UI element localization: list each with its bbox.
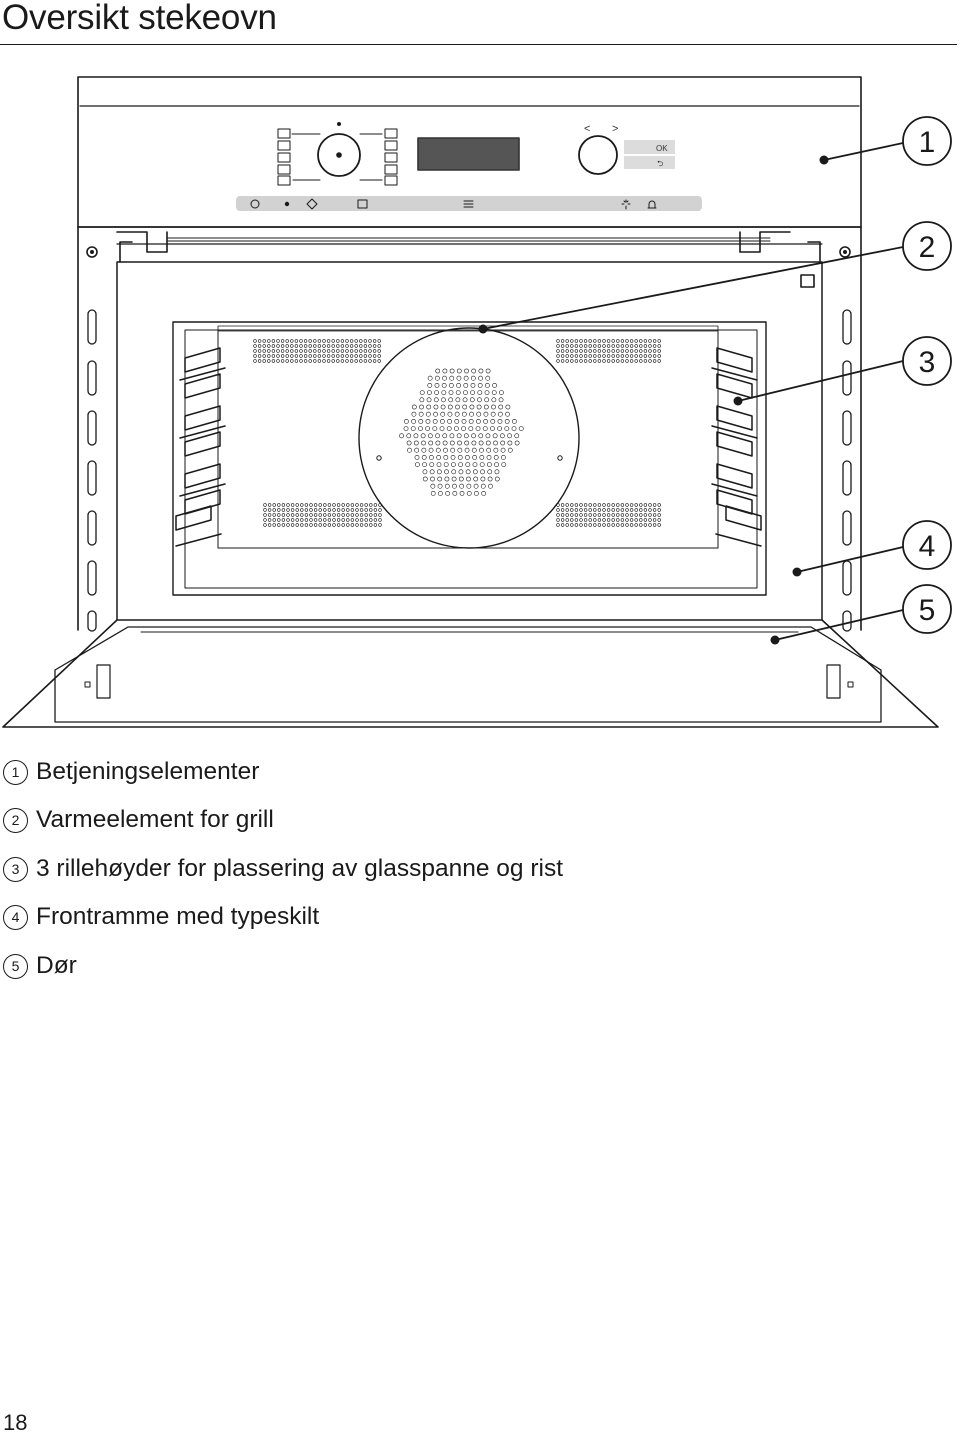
control-panel: < > OK ⮌ <box>77 76 862 228</box>
legend-item: 2 Varmeelement for grill <box>0 800 274 840</box>
oven-diagram: < > OK ⮌ <box>2 76 952 728</box>
fan-cover <box>358 327 580 549</box>
svg-text:1: 1 <box>919 126 936 159</box>
page-title: Oversikt stekeovn <box>2 0 277 37</box>
svg-text:5: 5 <box>919 594 936 627</box>
timer-bell-icon[interactable] <box>647 200 657 209</box>
legend-number: 2 <box>3 807 28 833</box>
sensor-diamond-icon[interactable] <box>306 198 318 210</box>
svg-text:3: 3 <box>919 346 936 379</box>
callout-5: 5 <box>902 584 952 634</box>
svg-text:2: 2 <box>919 231 936 264</box>
grill-element <box>167 237 771 242</box>
nav-prev-label: < <box>584 123 590 135</box>
legend-number: 5 <box>3 953 28 979</box>
navigation-knob[interactable] <box>578 135 618 175</box>
legend-text: Varmeelement for grill <box>36 806 274 833</box>
fan-perforation <box>253 339 661 527</box>
legend-number: 3 <box>3 856 28 882</box>
legend-text: Dør <box>36 952 77 979</box>
ok-button[interactable] <box>624 140 675 154</box>
shelf-runners-right <box>711 347 762 547</box>
legend-text: Betjeningselementer <box>36 758 260 785</box>
legend-item: 4 Frontramme med typeskilt <box>0 897 319 937</box>
program-icons-right <box>384 128 398 186</box>
program-icons-left <box>277 128 383 186</box>
oven-door <box>2 619 939 728</box>
sensor-button-strip[interactable] <box>236 196 702 211</box>
page-number: 18 <box>3 1410 28 1435</box>
ok-label: OK <box>656 144 668 153</box>
callout-leaders <box>478 142 904 645</box>
display-screen <box>417 137 520 171</box>
indicator-dot-icon <box>284 201 290 207</box>
legend-item: 1 Betjeningselementer <box>0 752 259 792</box>
shelf-runners-left <box>175 347 226 547</box>
oven-cavity <box>116 261 823 633</box>
callout-3: 3 <box>902 336 952 386</box>
callout-4: 4 <box>902 520 952 570</box>
callout-1: 1 <box>902 116 952 166</box>
legend-text: Frontramme med typeskilt <box>36 903 320 930</box>
legend-number: 1 <box>3 759 28 785</box>
back-label: ⮌ <box>657 159 663 168</box>
legend-item: 5 Dør <box>0 946 77 986</box>
nav-next-label: > <box>612 123 618 135</box>
legend-number: 4 <box>3 904 28 930</box>
menu-list-icon[interactable] <box>463 200 474 208</box>
front-frame <box>77 226 862 632</box>
power-icon[interactable] <box>250 199 260 209</box>
legend-text: 3 rillehøyder for plassering av glasspan… <box>36 855 564 882</box>
svg-text:4: 4 <box>919 530 936 563</box>
title-divider <box>0 44 957 45</box>
light-icon[interactable] <box>621 199 631 210</box>
back-button[interactable] <box>624 156 675 169</box>
callout-2: 2 <box>902 221 952 271</box>
mode-selector-knob[interactable] <box>317 122 361 177</box>
sensor-box-icon[interactable] <box>357 199 368 209</box>
legend-item: 3 3 rillehøyder for plassering av glassp… <box>0 849 563 889</box>
